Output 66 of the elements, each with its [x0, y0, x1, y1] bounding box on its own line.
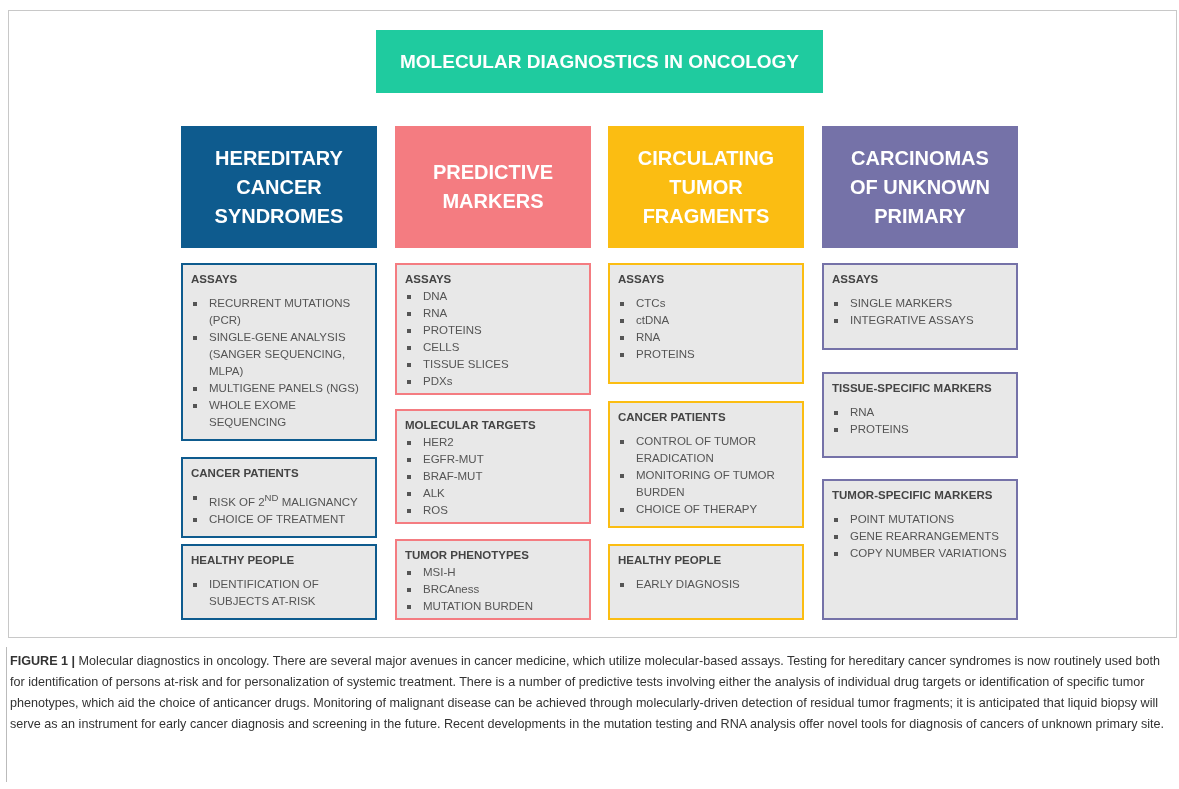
category-card — [608, 401, 804, 528]
card-heading: TISSUE-SPECIFIC MARKERS — [832, 381, 993, 396]
list-item: PDXs — [423, 375, 453, 387]
list-item: CELLS — [423, 341, 460, 353]
list-item: GENE REARRANGEMENTS — [850, 530, 999, 542]
list-item: DNA — [423, 290, 448, 302]
category-card — [608, 544, 804, 620]
category-card — [822, 479, 1018, 620]
figure-caption: FIGURE 1 | Molecular diagnostics in oncology. There are several major avenues in cancer medicine, which utilize molecular-based assays. Testing for hereditary cancer syndromes is now routinely used both for identification of persons at-risk and for personalization of systemic treatment. There is a number of predictive tests involving either the analysis of individual drug targets or identification of specific tumor phenotypes, which aid the choice of anticancer drugs. Monitoring of malignant disease can be achieved through molecularly-driven detection of residual tumor fragments; it is anticipated that liquid biopsy will serve as an instrument for early cancer diagnosis and screening in the future. Recent developments in the mutation testing and RNA analysis offer novel tools for diagnosis of cancers of unknown primary site. — [10, 653, 1166, 733]
list-item: TISSUE SLICES — [423, 358, 509, 370]
category-card — [181, 544, 377, 620]
list-item: MSI-H — [423, 566, 456, 578]
card-heading: CANCER PATIENTS — [618, 410, 727, 425]
card-heading: ASSAYS — [618, 272, 666, 287]
list-item: INTEGRATIVE ASSAYS — [850, 314, 974, 326]
card-heading: MOLECULAR TARGETS — [405, 418, 537, 433]
list-item: RECURRENT MUTATIONS (PCR) — [209, 297, 351, 326]
list-item: ctDNA — [636, 314, 670, 326]
list-item: CHOICE OF TREATMENT — [209, 512, 346, 525]
list-item: EGFR-MUT — [423, 453, 484, 465]
list-item: BRAF-MUT — [423, 470, 483, 482]
card-heading: ASSAYS — [405, 272, 453, 287]
list-item: COPY NUMBER VARIATIONS — [850, 547, 1007, 559]
list-item: RNA — [850, 406, 875, 418]
list-item: BRCAness — [423, 583, 480, 595]
card-heading: ASSAYS — [191, 272, 239, 287]
card-heading: HEALTHY PEOPLE — [191, 553, 296, 568]
list-item: RISK OF 2$^{ND}$ MALIGNANCY — [209, 495, 358, 508]
list-item: CONTROL OF TUMOR ERADICATION — [636, 435, 757, 464]
list-item: POINT MUTATIONS — [850, 513, 955, 525]
category-header: HEREDITARY CANCER SYNDROMES — [181, 126, 377, 248]
list-item: CHOICE OF THERAPY — [636, 503, 758, 515]
list-item: SINGLE-GENE ANALYSIS (SANGER SEQUENCING, MLPA) — [209, 331, 346, 377]
list-item: RNA — [423, 307, 448, 319]
category-header: PREDICTIVE MARKERS — [395, 126, 591, 248]
list-item: HER2 — [423, 436, 454, 448]
category-card — [181, 263, 377, 441]
category-header: CARCINOMAS OF UNKNOWN PRIMARY — [822, 126, 1018, 248]
list-item: SINGLE MARKERS — [850, 297, 953, 309]
list-item: ALK — [423, 487, 445, 499]
category-card — [395, 539, 591, 620]
list-item: CTCs — [636, 297, 666, 309]
category-card — [395, 409, 591, 524]
title-banner: MOLECULAR DIAGNOSTICS IN ONCOLOGY — [376, 30, 823, 93]
category-card — [181, 457, 377, 538]
category-card — [822, 263, 1018, 350]
card-heading: TUMOR PHENOTYPES — [405, 548, 530, 563]
list-item: PROTEINS — [850, 423, 909, 435]
category-card — [395, 263, 591, 395]
category-header: CIRCULATING TUMOR FRAGMENTS — [608, 126, 804, 248]
card-heading: CANCER PATIENTS — [191, 466, 300, 481]
list-item: RNA — [636, 331, 661, 343]
list-item: MONITORING OF TUMOR BURDEN — [636, 469, 775, 498]
list-item: PROTEINS — [636, 348, 695, 360]
list-item: MULTIGENE PANELS (NGS) — [209, 382, 359, 394]
list-item: MUTATION BURDEN — [423, 600, 534, 612]
list-item: WHOLE EXOME SEQUENCING — [209, 399, 296, 428]
list-item: EARLY DIAGNOSIS — [636, 578, 740, 590]
card-heading: TUMOR-SPECIFIC MARKERS — [832, 488, 994, 503]
list-item: ROS — [423, 504, 448, 516]
category-card — [608, 263, 804, 384]
list-item: IDENTIFICATION OF SUBJECTS AT-RISK — [209, 578, 319, 607]
card-heading: HEALTHY PEOPLE — [618, 553, 723, 568]
list-item: PROTEINS — [423, 324, 482, 336]
category-card — [822, 372, 1018, 458]
card-heading: ASSAYS — [832, 272, 880, 287]
